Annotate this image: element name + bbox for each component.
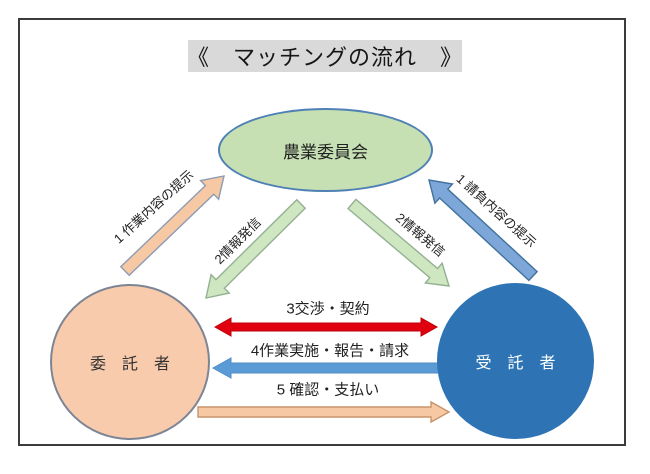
arrow-offer-contract [428, 179, 539, 282]
node-consignor-label: 委 託 者 [89, 356, 170, 373]
arrow-payment [197, 400, 451, 424]
node-contractor-label: 受 託 者 [475, 355, 556, 372]
arrow-info-to-contractor [347, 198, 450, 287]
diagram-title: 《 マッチングの流れ 》 [187, 40, 462, 72]
arrow-info-to-consignor [205, 198, 307, 299]
arrow-execution [211, 357, 444, 379]
arrow-offer-work [119, 175, 225, 277]
node-consignor: 委 託 者 [50, 284, 210, 440]
node-agricultural-committee-label: 農業委員会 [283, 142, 368, 162]
node-contractor: 受 託 者 [437, 283, 594, 439]
arrow-negotiation [213, 317, 439, 337]
flow-label-payment: 5 確認・支払い [276, 381, 380, 399]
node-agricultural-committee: 農業委員会 [218, 108, 433, 192]
flow-label-negotiation: 3交渉・契約 [286, 300, 370, 318]
flow-label-execution: 4作業実施・報告・請求 [250, 342, 410, 360]
